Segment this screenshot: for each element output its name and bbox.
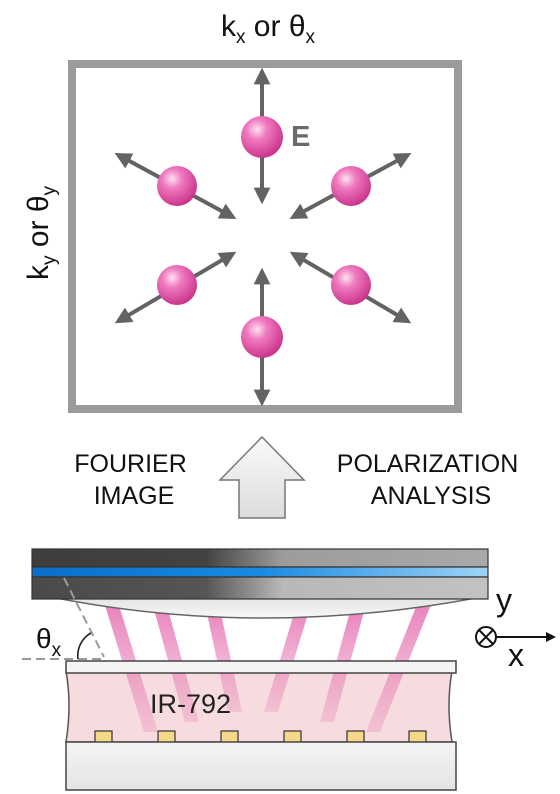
angle-arc	[76, 632, 92, 660]
side-axis-label: ky or θy	[22, 185, 60, 280]
top-axis-label: kx or θx	[221, 10, 316, 48]
theta-label: θx	[36, 623, 62, 661]
dipole-lower-right	[331, 265, 371, 305]
x-axis-label: x	[508, 637, 524, 673]
dye-label: IR-792	[150, 689, 231, 719]
lens	[55, 597, 477, 619]
into-page-cross-b	[478, 629, 494, 645]
stack-blue-layer	[31, 566, 489, 578]
fourier-image-label: FOURIER IMAGE	[74, 450, 193, 510]
y-axis-label: y	[496, 582, 512, 618]
pad	[94, 730, 113, 744]
dipole-upper-left	[157, 166, 197, 206]
pad	[346, 730, 365, 744]
dipole-top	[241, 116, 283, 158]
dipole-upper-right	[331, 166, 371, 206]
dipole-bottom	[241, 316, 283, 358]
fourier-panel: kx or θx ky or θy E	[22, 10, 462, 413]
stack-bottom-layer	[31, 576, 489, 600]
sample-schematic: θx IR-792 y x	[22, 548, 556, 791]
coordinate-axes: y x	[475, 582, 556, 673]
dipole-lower-left	[157, 265, 197, 305]
substrate	[65, 741, 457, 791]
beam	[205, 604, 242, 712]
polarization-analysis-label: POLARIZATION ANALYSIS	[337, 450, 525, 510]
field-label: E	[291, 121, 310, 153]
stack-top-layer	[31, 548, 489, 568]
pad	[408, 730, 427, 744]
electrode-pads	[94, 730, 427, 744]
pad	[157, 730, 176, 744]
beam	[264, 604, 311, 712]
process-labels: FOURIER IMAGE POLARIZATION ANALYSIS	[74, 435, 525, 519]
hollow-up-arrow	[218, 435, 306, 519]
pad	[220, 730, 239, 744]
angle-ray	[63, 577, 105, 658]
top-plate	[65, 660, 457, 674]
pad	[283, 730, 302, 744]
